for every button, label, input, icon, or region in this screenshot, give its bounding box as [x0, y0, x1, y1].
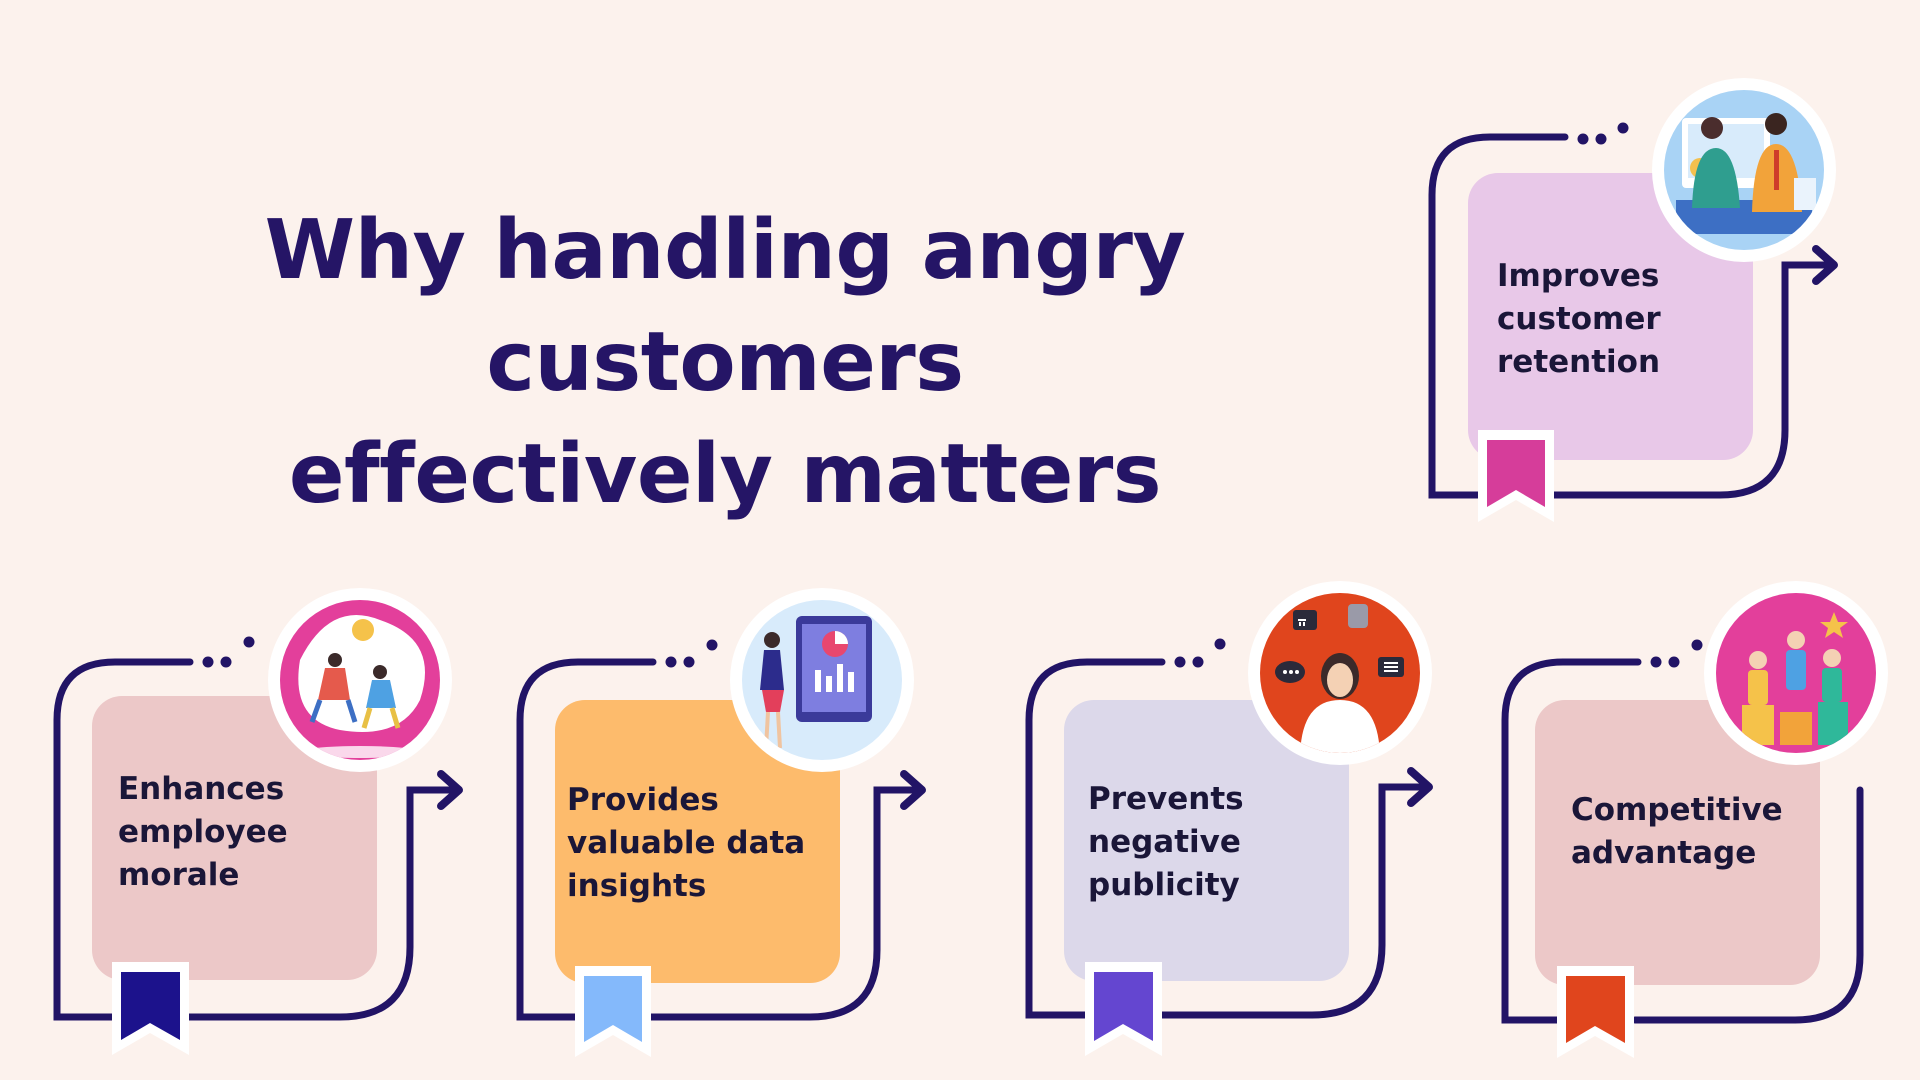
card-frame-line [1546, 261, 1834, 499]
arrow-right-icon [437, 770, 463, 810]
card-frame-line [1631, 786, 1864, 1024]
happy-team-icon [268, 588, 452, 772]
business-meeting-icon [1652, 78, 1836, 262]
card-frame-line [644, 786, 922, 1021]
dot [202, 656, 214, 668]
card-frame-line [53, 658, 194, 1021]
card-negative-publicity: Prevents negative publicity [1025, 581, 1433, 1056]
card-box [555, 700, 840, 983]
card-frame-line [1501, 658, 1642, 1024]
card-data-insights: Provides valuable data insights [516, 588, 926, 1057]
dot [683, 656, 695, 668]
card-frame-line [181, 786, 459, 1021]
dot [1214, 638, 1226, 650]
ribbon-bookmark [1566, 976, 1625, 1043]
card-box [1064, 700, 1349, 981]
dot [1668, 656, 1680, 668]
card-label: Improves customer retention [1497, 258, 1671, 380]
card-label: Enhances employee morale [118, 771, 299, 893]
dot [1577, 133, 1589, 145]
card-customer-retention: Improves customer retention [1428, 78, 1838, 522]
card-competitive-advantage: Competitive advantage [1501, 581, 1888, 1058]
ribbon-bookmark [1487, 440, 1545, 507]
card-frame-line [516, 658, 657, 1021]
card-label: Competitive advantage [1571, 792, 1793, 871]
card-label: Provides valuable data insights [567, 782, 816, 904]
data-analytics-icon [730, 588, 914, 772]
dot [1174, 656, 1186, 668]
page-title: Why handling angry customers effectively… [60, 195, 1390, 531]
podium-winner-icon [1704, 581, 1888, 765]
arrow-right-icon [1812, 245, 1838, 285]
dot [1595, 133, 1607, 145]
card-employee-morale: Enhances employee morale [53, 588, 463, 1055]
ribbon-bookmark [1094, 972, 1153, 1041]
dot [243, 636, 255, 648]
arrow-right-icon [1407, 767, 1433, 807]
card-label: Prevents negative publicity [1088, 781, 1254, 903]
title-line-2: effectively matters [288, 427, 1162, 522]
dot [706, 639, 718, 651]
card-frame-line [1025, 658, 1166, 1019]
stressed-person-icon [1248, 581, 1432, 765]
dot [665, 656, 677, 668]
arrow-right-icon [900, 770, 926, 810]
card-box [92, 696, 377, 980]
dot [1192, 656, 1204, 668]
dot [1691, 639, 1703, 651]
dot [1617, 122, 1629, 134]
card-box [1468, 173, 1753, 460]
card-frame-line [1428, 133, 1569, 499]
card-box [1535, 700, 1820, 985]
dot [220, 656, 232, 668]
title-line-1: Why handling angry customers [264, 203, 1186, 410]
ribbon-bookmark [584, 976, 642, 1042]
card-frame-line [1154, 783, 1429, 1019]
dot [1650, 656, 1662, 668]
ribbon-bookmark [121, 972, 180, 1040]
